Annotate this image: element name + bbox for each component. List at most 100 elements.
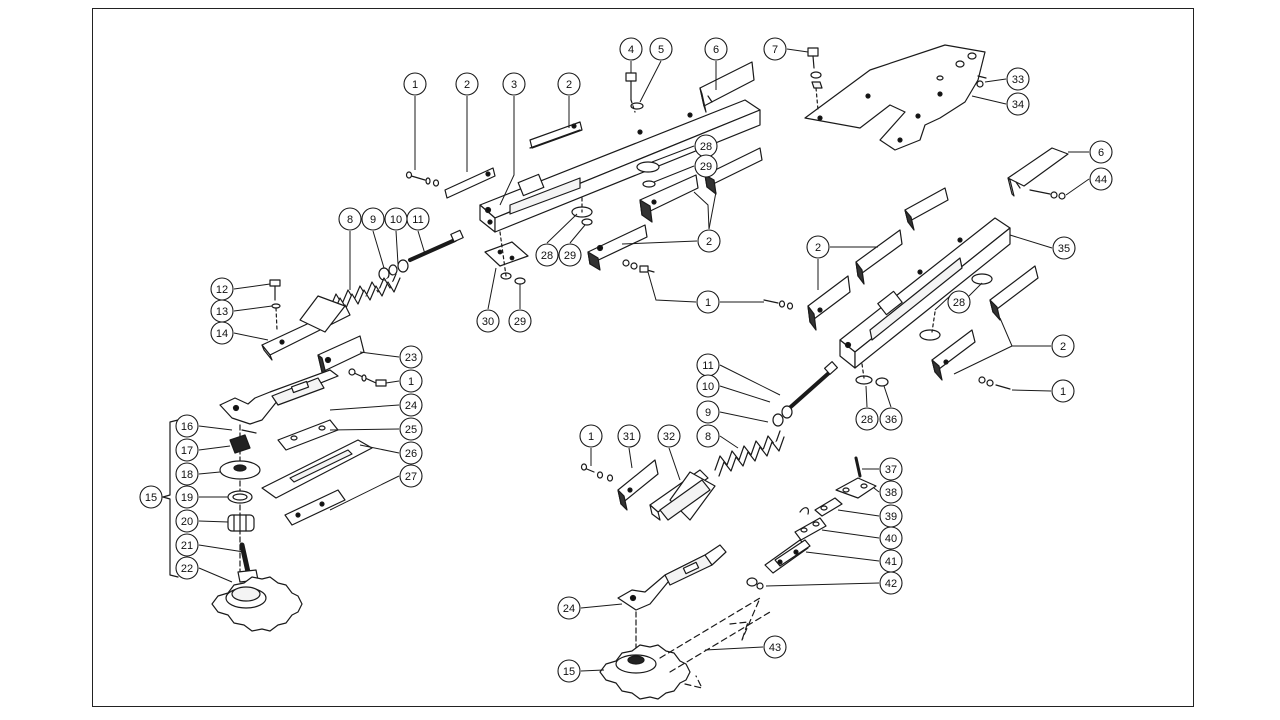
callout-number: 10 [702, 381, 714, 393]
callout-29: 29 [694, 154, 718, 178]
callout-1: 1 [579, 424, 603, 448]
callout-44: 44 [1089, 167, 1113, 191]
callout-5: 5 [649, 37, 673, 61]
callout-number: 24 [563, 603, 575, 615]
callout-circle [175, 533, 199, 557]
callout-circle [704, 37, 728, 61]
callout-36: 36 [879, 407, 903, 431]
callout-number: 15 [563, 666, 575, 678]
callout-21: 21 [175, 533, 199, 557]
bolt-12-washer-13 [269, 279, 281, 331]
leader-line-41 [805, 551, 880, 562]
slider-plate-24-left [219, 369, 339, 425]
callout-34: 34 [1006, 92, 1030, 116]
callout-number: 28 [541, 250, 553, 262]
callout-number: 10 [390, 214, 402, 226]
callout-number: 19 [181, 492, 193, 504]
callout-17: 17 [175, 438, 199, 462]
callout-circle [399, 417, 423, 441]
callout-circle [806, 235, 830, 259]
leader-line-29 [653, 165, 695, 183]
callout-number: 3 [511, 79, 517, 91]
callout-38: 38 [879, 480, 903, 504]
callout-circle [694, 154, 718, 178]
callout-number: 39 [885, 511, 897, 523]
callout-number: 17 [181, 445, 193, 457]
callout-2: 2 [806, 235, 830, 259]
callout-number: 30 [482, 316, 494, 328]
callout-2: 2 [697, 229, 721, 253]
callout-22: 22 [175, 556, 199, 580]
callout-26: 26 [399, 441, 423, 465]
callout-number: 21 [181, 540, 193, 552]
callout-circle [1051, 379, 1075, 403]
callout-14: 14 [210, 321, 234, 345]
callout-number: 8 [347, 214, 353, 226]
callout-2: 2 [557, 72, 581, 96]
bolts-1-right [622, 259, 1011, 390]
callout-10: 10 [696, 374, 720, 398]
callout-circle [399, 441, 423, 465]
callout-number: 11 [412, 214, 423, 226]
callout-number: 23 [405, 352, 417, 364]
callout-circle [175, 556, 199, 580]
callout-number: 44 [1095, 174, 1107, 186]
pads-28-36-right [855, 273, 993, 387]
leader-line-26 [359, 444, 400, 454]
leader-line-44 [1065, 178, 1090, 196]
callout-circle [476, 309, 500, 333]
callout-1: 1 [696, 290, 720, 314]
leader-line-40 [821, 529, 880, 539]
callout-circle [1006, 92, 1030, 116]
callout-number: 1 [1060, 386, 1066, 398]
callout-20: 20 [175, 509, 199, 533]
leader-line-3 [499, 96, 515, 206]
callout-39: 39 [879, 504, 903, 528]
callout-number: 9 [370, 214, 376, 226]
callout-1: 1 [1051, 379, 1075, 403]
callout-6: 6 [704, 37, 728, 61]
leader-line-17 [198, 445, 231, 451]
leader-line-28 [865, 385, 868, 408]
callout-number: 32 [663, 431, 675, 443]
leader-line-36 [883, 385, 892, 408]
callout-circle [175, 414, 199, 438]
plates-25-26-27 [261, 419, 373, 526]
leader-line-23 [359, 351, 400, 358]
callout-circle [1089, 140, 1113, 164]
callout-number: 20 [181, 516, 193, 528]
leader-line-28 [651, 145, 695, 163]
callout-number: 40 [885, 533, 897, 545]
leader-line-9 [372, 230, 385, 269]
callout-35: 35 [1052, 236, 1076, 260]
callout-7: 7 [763, 37, 787, 61]
leader-line-32 [668, 447, 681, 481]
callout-1: 1 [403, 72, 427, 96]
callout-13: 13 [210, 299, 234, 323]
callout-circle [535, 243, 559, 267]
callout-circle [508, 309, 532, 333]
leader-line-2 [953, 345, 1013, 375]
leader-line-11 [417, 230, 426, 255]
callout-8: 8 [338, 207, 362, 231]
callout-number: 18 [181, 469, 193, 481]
callout-15: 15 [139, 485, 163, 509]
callout-number: 15 [145, 492, 157, 504]
leader-line-33 [984, 78, 1007, 83]
callout-number: 16 [181, 421, 193, 433]
callout-9: 9 [696, 400, 720, 424]
callout-circle [361, 207, 385, 231]
leader-line-27 [329, 475, 400, 511]
leader-line-8 [719, 435, 739, 449]
tensioner-housing-32 [649, 469, 716, 521]
leader-line-13 [233, 305, 273, 312]
bracket-31 [580, 459, 659, 511]
tension-bolt-11-spring-8-right [714, 361, 838, 477]
callout-42: 42 [879, 571, 903, 595]
callout-circle [175, 438, 199, 462]
leader-line-28 [546, 213, 578, 244]
leader-line-34 [971, 95, 1007, 105]
leader-line-18 [198, 471, 221, 475]
leader-line-15 [580, 669, 605, 672]
leader-line-7 [786, 48, 809, 53]
